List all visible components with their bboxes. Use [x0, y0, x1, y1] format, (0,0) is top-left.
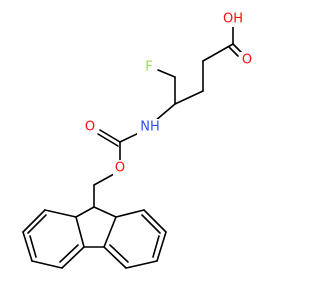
bond-right-ring-2: [103, 246, 127, 269]
bond-left-ring-6: [44, 209, 77, 218]
bond-cooh-c-o-double-2: [228, 46, 239, 57]
bond-left-ring-1: [75, 216, 85, 248]
bond-right-ring-inner-3: [152, 235, 160, 258]
bond-left-ring-inner-2: [27, 214, 47, 234]
atom-hydroxyl-oxygen: OH: [220, 11, 246, 27]
atom-label-o-carbamate: O: [85, 120, 95, 135]
bond-left-ring-5: [22, 209, 46, 233]
atom-label-f: F: [145, 60, 152, 75]
bond-right-ring-inner-1: [109, 244, 129, 263]
bond-left-ring-2: [61, 246, 85, 269]
bond-left-ring-inner-1: [59, 244, 79, 263]
bond-right-ring-inner-2: [141, 214, 161, 234]
atom-label-o-ester: O: [115, 161, 125, 176]
atom-nitrogen: NH: [137, 119, 163, 135]
bond-cc-o-double-1: [99, 129, 121, 143]
bond-c1-c2: [202, 43, 234, 62]
atom-label-layer: OH O F NH O O: [83, 11, 254, 176]
bond-oester-ch2: [93, 173, 115, 186]
bond-left-ring-3: [31, 260, 63, 269]
molecule-structure: OH O F NH O O: [22, 11, 254, 269]
bond-right-ring-6: [115, 209, 145, 218]
atom-fluorine: F: [142, 59, 156, 75]
atom-label-o-acid: O: [242, 53, 252, 68]
bond-c3-c4: [174, 90, 204, 105]
bond-right-ring-3: [125, 260, 158, 269]
bond-c4-n: [154, 103, 176, 122]
atom-label-oh: OH: [223, 12, 243, 27]
bond-cc-o-double-2: [97, 133, 119, 147]
bond-left-ring-inner-3: [29, 235, 37, 258]
bond-right-ring-5: [143, 209, 167, 233]
atom-ester-oxygen: O: [113, 160, 127, 176]
atom-acid-carbonyl-oxygen: O: [240, 52, 254, 68]
bond-right-ring-4: [156, 231, 167, 262]
bond-c9-c8a: [93, 206, 117, 218]
bond-right-ring-1: [103, 216, 117, 248]
bond-cooh-c-o-double-1: [232, 43, 243, 54]
bond-c9-c9a: [75, 206, 95, 218]
bond-c5-f: [157, 69, 176, 78]
atom-carbamate-carbonyl-oxygen: O: [83, 119, 97, 135]
atom-label-nh: NH: [140, 120, 160, 135]
bond-layer: [22, 26, 243, 269]
bond-left-ring-4: [22, 231, 33, 262]
